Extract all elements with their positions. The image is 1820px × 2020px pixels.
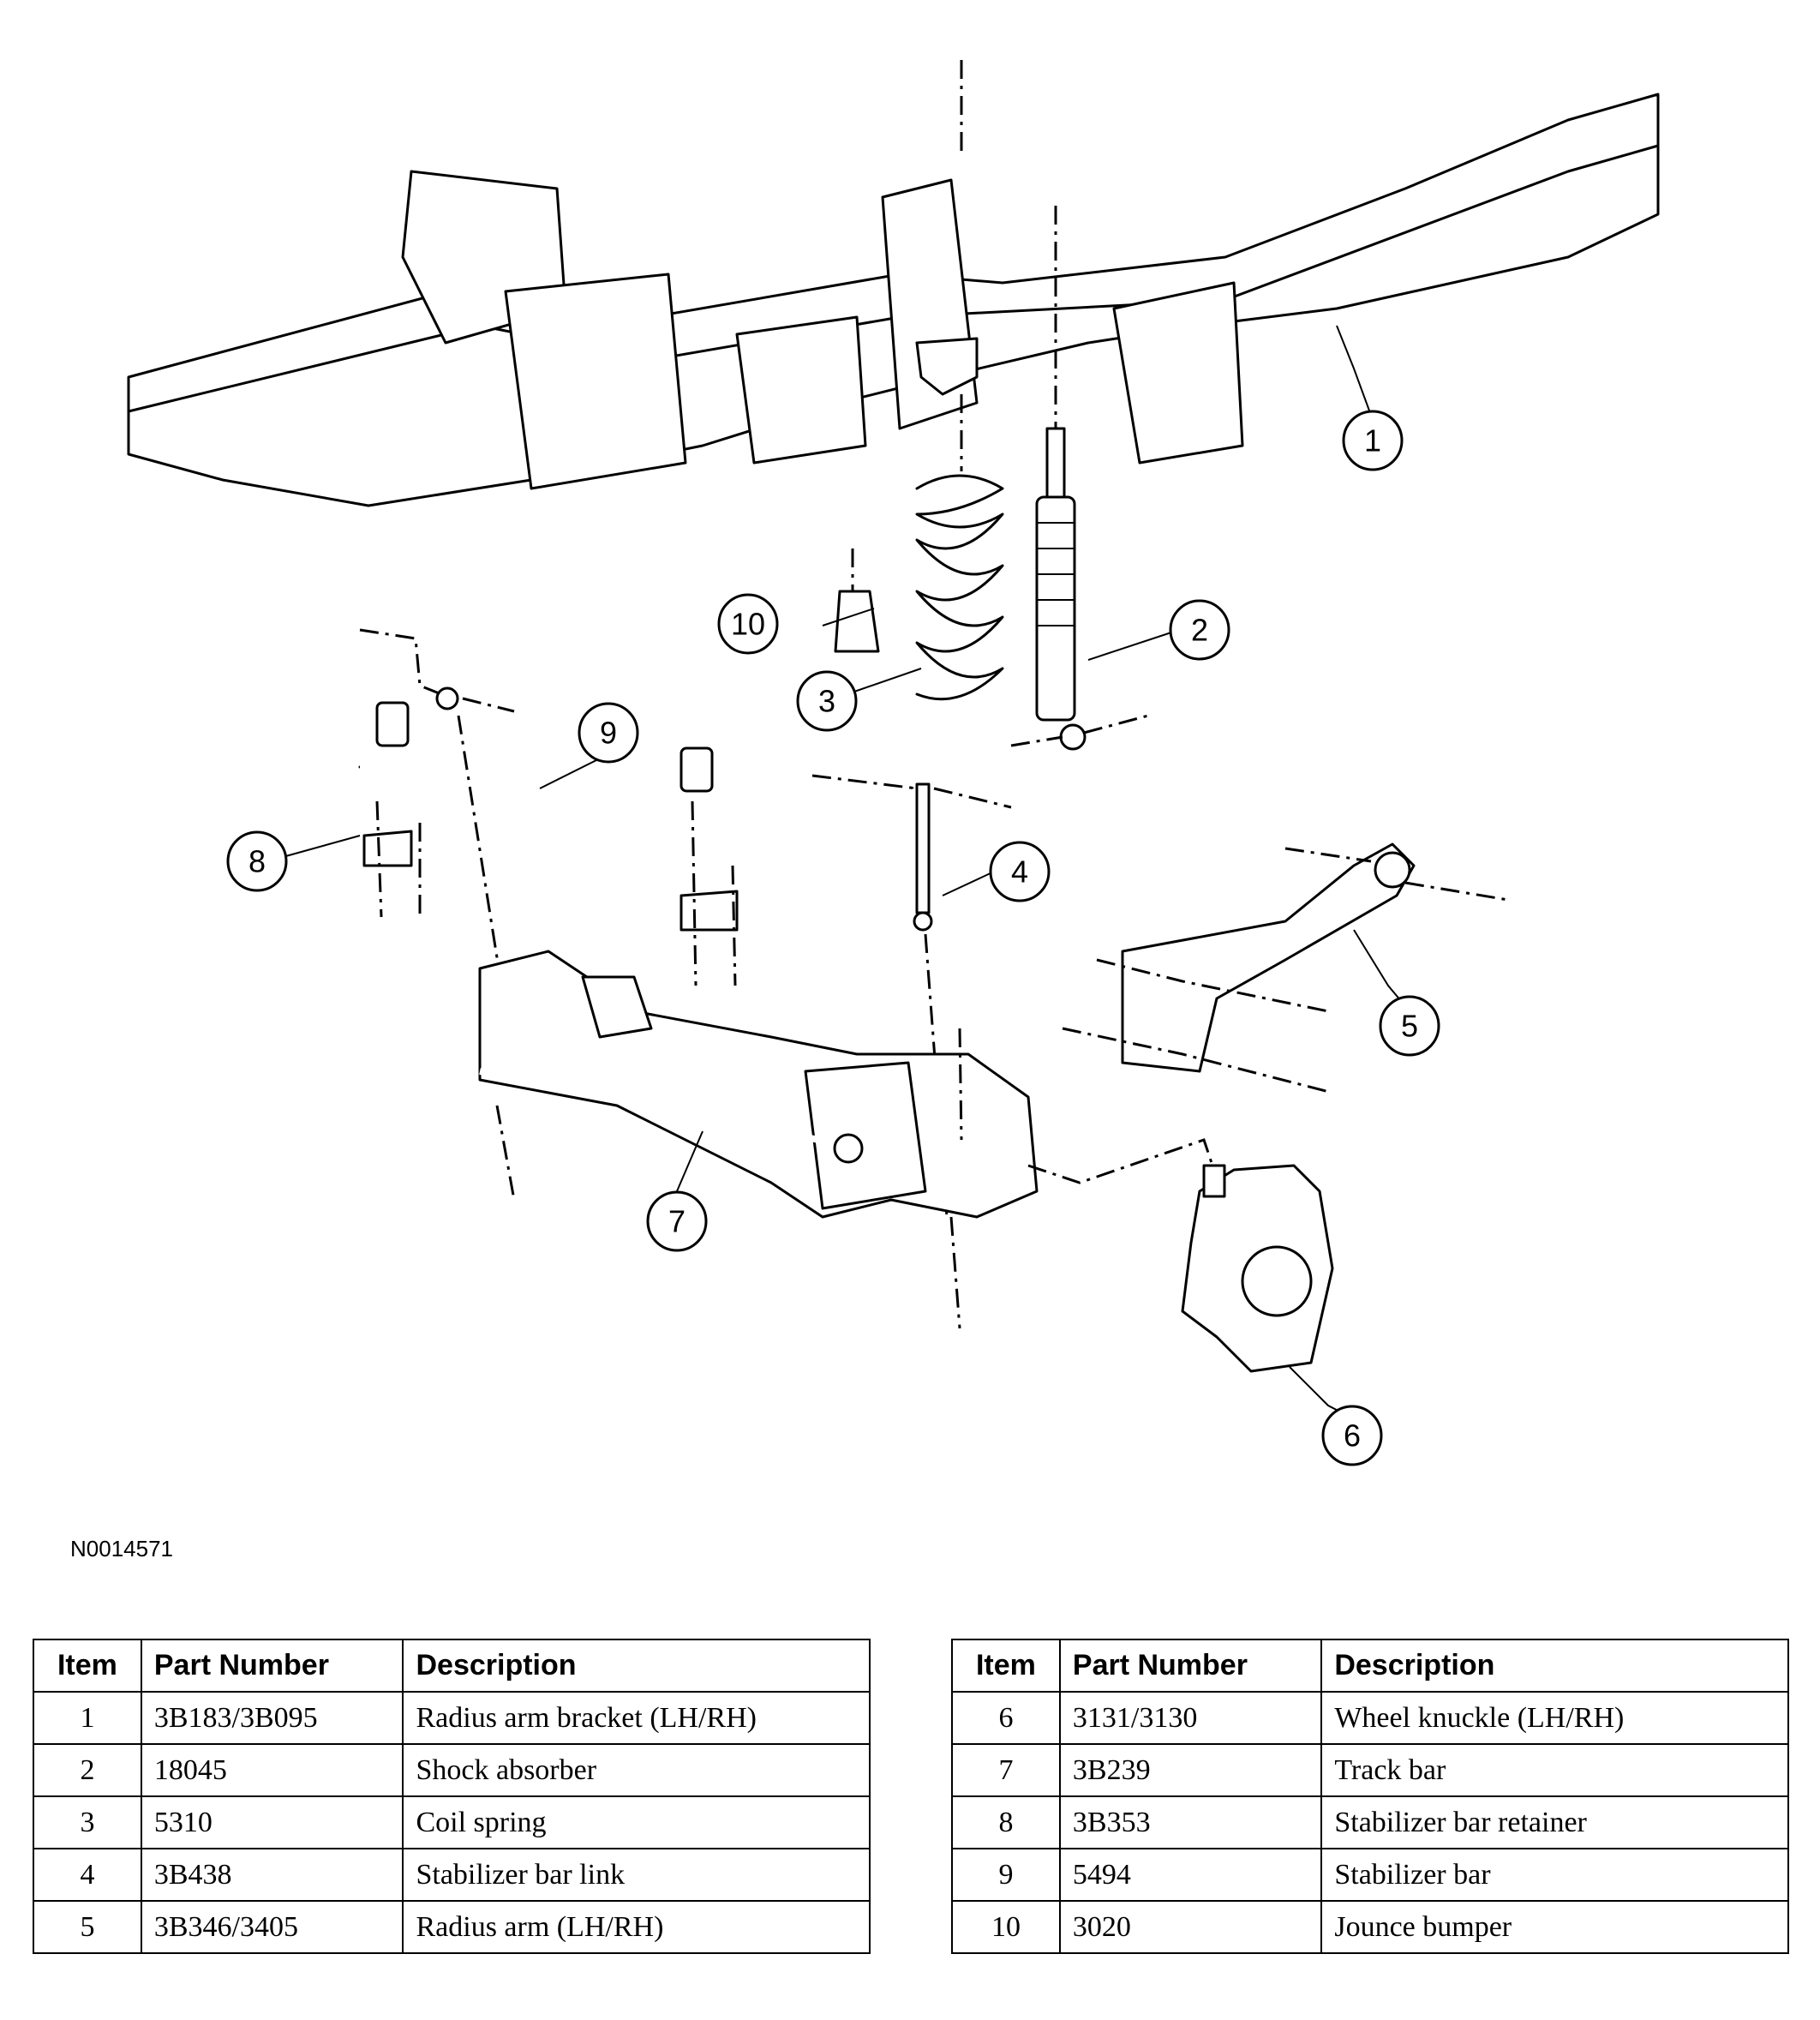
description-cell: Stabilizer bar link: [402, 1848, 871, 1902]
description-cell: Wheel knuckle (LH/RH): [1320, 1691, 1789, 1745]
description-cell: Radius arm bracket (LH/RH): [402, 1691, 871, 1745]
item-cell: 3: [33, 1795, 142, 1849]
callout-4-label: 4: [1011, 854, 1028, 890]
wheel-knuckle-drawing: [1181, 1164, 1334, 1373]
part-number-cell: 3B239: [1058, 1743, 1323, 1797]
item-cell: 8: [951, 1795, 1061, 1849]
header-item: Item: [33, 1639, 142, 1693]
part-number-cell: 3020: [1058, 1900, 1323, 1954]
callout-1: 1: [1342, 410, 1404, 471]
frame-drawing: [127, 93, 1660, 507]
coil-spring-drawing: [915, 337, 1004, 701]
item-cell: 7: [951, 1743, 1061, 1797]
stabilizer-retainer-drawing: [362, 800, 739, 986]
callout-10-label: 10: [731, 607, 765, 642]
callout-5-label: 5: [1401, 1009, 1418, 1044]
table-header-row: Item Part Number Description: [33, 1639, 871, 1693]
part-number-cell: 3B346/3405: [140, 1900, 404, 1954]
part-number-cell: 3B353: [1058, 1795, 1323, 1849]
stabilizer-bar-drawing: [358, 628, 1012, 1012]
callout-7-label: 7: [668, 1204, 685, 1239]
item-cell: 6: [951, 1691, 1061, 1745]
item-cell: 9: [951, 1848, 1061, 1902]
radius-arm-drawing: [1062, 842, 1509, 1094]
callout-5: 5: [1379, 995, 1440, 1057]
description-cell: Stabilizer bar retainer: [1320, 1795, 1789, 1849]
description-cell: Coil spring: [402, 1795, 871, 1849]
callout-8-label: 8: [248, 844, 266, 879]
callout-8: 8: [226, 830, 288, 892]
item-cell: 10: [951, 1900, 1061, 1954]
header-description: Description: [1320, 1639, 1789, 1693]
header-item: Item: [951, 1639, 1061, 1693]
axle-drawing: [478, 950, 1214, 1329]
part-number-cell: 5310: [140, 1795, 404, 1849]
jounce-bumper-drawing: [834, 548, 880, 653]
callout-2: 2: [1169, 599, 1230, 661]
figure-id: N0014571: [70, 1536, 173, 1561]
callout-4: 4: [989, 841, 1051, 902]
item-cell: 5: [33, 1900, 142, 1954]
table-header-row: Item Part Number Description: [951, 1639, 1789, 1693]
part-number-cell: 18045: [140, 1743, 404, 1797]
suspension-exploded-diagram: 1 2 3 4 5 6 7 8 9 10: [127, 60, 1660, 1466]
callout-6-label: 6: [1344, 1418, 1361, 1454]
part-number-cell: 3B183/3B095: [140, 1691, 404, 1745]
callout-10: 10: [717, 593, 779, 655]
callout-9: 9: [578, 702, 639, 764]
callout-3: 3: [796, 670, 858, 732]
header-description: Description: [402, 1639, 871, 1693]
item-cell: 1: [33, 1691, 142, 1745]
description-cell: Shock absorber: [402, 1743, 871, 1797]
header-part-number: Part Number: [140, 1639, 404, 1693]
description-cell: Jounce bumper: [1320, 1900, 1789, 1954]
item-cell: 2: [33, 1743, 142, 1797]
callout-9-label: 9: [600, 716, 617, 751]
part-number-cell: 5494: [1058, 1848, 1323, 1902]
callout-2-label: 2: [1191, 613, 1208, 648]
stabilizer-link-drawing: [913, 782, 949, 1218]
description-cell: Track bar: [1320, 1743, 1789, 1797]
header-part-number: Part Number: [1058, 1639, 1323, 1693]
part-number-cell: 3B438: [140, 1848, 404, 1902]
callout-6: 6: [1321, 1405, 1383, 1466]
part-number-cell: 3131/3130: [1058, 1691, 1323, 1745]
callout-7: 7: [646, 1190, 708, 1252]
shock-absorber-drawing: [1010, 206, 1149, 751]
callout-1-label: 1: [1364, 423, 1381, 459]
callout-3-label: 3: [818, 684, 835, 719]
description-cell: Stabilizer bar: [1320, 1848, 1789, 1902]
description-cell: Radius arm (LH/RH): [402, 1900, 871, 1954]
item-cell: 4: [33, 1848, 142, 1902]
